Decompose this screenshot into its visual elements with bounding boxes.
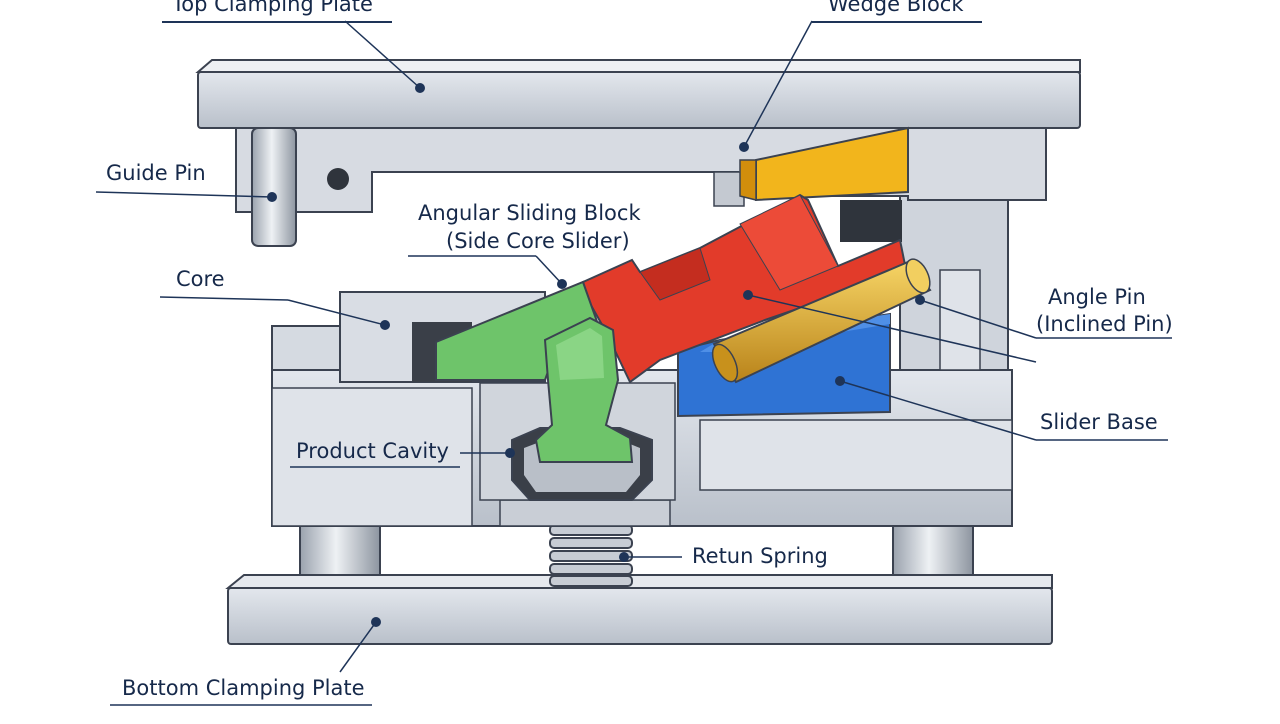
- dot-slider-inner: [743, 290, 753, 300]
- label-product-cavity: Product Cavity: [296, 439, 449, 463]
- label-slider-base: Slider Base: [1040, 410, 1158, 434]
- label-angular-sliding-block: Angular Sliding Block: [418, 201, 641, 225]
- top-clamping-plate: [195, 59, 1081, 129]
- wedge-gap: [840, 200, 902, 242]
- underline-top-clamping-plate: [162, 21, 392, 23]
- dot-core: [380, 320, 390, 330]
- label-top-clamping-plate: Top Clamping Plate: [172, 0, 373, 16]
- upper-retainer-plate: [235, 127, 1047, 213]
- label-side-core-slider: (Side Core Slider): [446, 229, 630, 253]
- dot-bottom-clamping-plate: [371, 617, 381, 627]
- leader-top-clamping-plate: [344, 20, 421, 89]
- leader-angle-pin-2: [919, 299, 1037, 339]
- core-insert: [435, 280, 634, 463]
- label-core: Core: [176, 267, 225, 291]
- angular-sliding-block: [581, 193, 910, 384]
- label-angle-pin: Angle Pin: [1048, 285, 1146, 309]
- leader-bottom-clamping-plate-2: [339, 621, 377, 673]
- bottom-clamping-plate: [225, 574, 1053, 645]
- label-guide-pin: Guide Pin: [106, 161, 206, 185]
- leader-guide-pin: [95, 191, 273, 198]
- leader-slider-base-2: [839, 380, 1037, 441]
- label-inclined-pin: (Inclined Pin): [1036, 312, 1173, 336]
- dot-top-clamping-plate: [415, 83, 425, 93]
- dot-return-spring: [619, 552, 629, 562]
- dot-angular-sliding-block: [557, 279, 567, 289]
- dot-guide-pin: [267, 192, 277, 202]
- angle-pin: [711, 258, 932, 384]
- leader-angular-sliding-block-2: [535, 255, 563, 285]
- dot-slider-base: [835, 376, 845, 386]
- wedge-block: [739, 126, 909, 202]
- dot-angle-pin: [915, 295, 925, 305]
- leader-wedge-block: [743, 20, 813, 148]
- dot-wedge-block: [739, 142, 749, 152]
- label-bottom-clamping-plate: Bottom Clamping Plate: [122, 676, 365, 700]
- underline-wedge-block: [812, 21, 982, 23]
- fastener-hole: [327, 168, 349, 190]
- leader-lines: [95, 20, 1172, 706]
- right-support-inner: [939, 269, 981, 371]
- leader-core-2: [287, 299, 386, 326]
- leader-core: [159, 296, 289, 301]
- label-wedge-block: Wedge Block: [828, 0, 964, 16]
- leader-slider-inner: [747, 294, 1037, 363]
- leader-dots: [267, 83, 925, 627]
- guide-pin: [251, 127, 297, 247]
- label-return-spring: Retun Spring: [692, 544, 828, 568]
- dot-product-cavity: [505, 448, 515, 458]
